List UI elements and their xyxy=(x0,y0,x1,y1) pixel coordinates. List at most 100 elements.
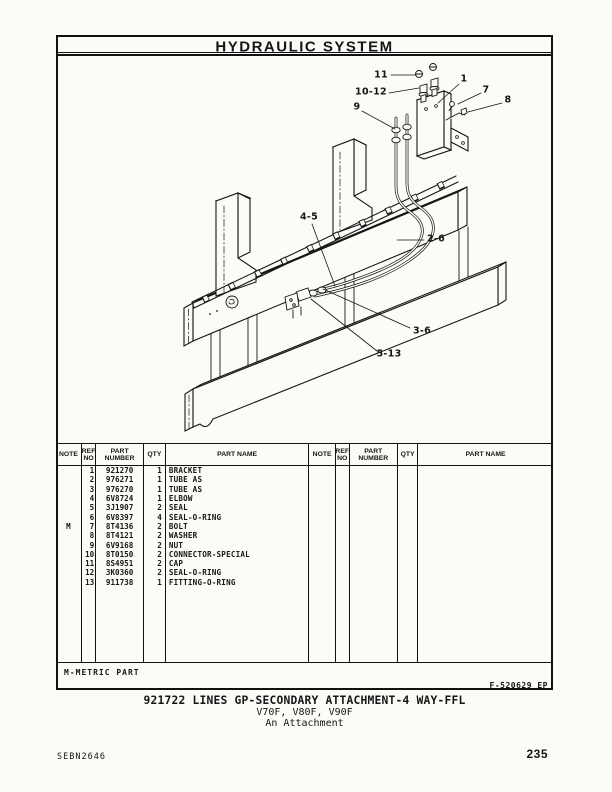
callout-label-10-12: 10-12 xyxy=(355,86,387,98)
table-cell-note: M xyxy=(66,521,71,531)
table-cell-ref: 2 xyxy=(89,475,95,485)
table-cell-name: SEAL-O-RING xyxy=(168,512,222,522)
table-cell-part: 8T0150 xyxy=(105,549,134,559)
metric-part-note: M-METRIC PART xyxy=(64,668,140,677)
table-cell-part: 6V8397 xyxy=(105,512,134,522)
publication-number: SEBN2646 xyxy=(57,752,106,762)
figure-caption-title: 921722 LINES GP-SECONDARY ATTACHMENT-4 W… xyxy=(143,694,466,707)
table-cell-note xyxy=(56,568,81,577)
table-cell-note xyxy=(56,466,81,475)
callout-label-1: 1 xyxy=(460,73,468,85)
table-cell-note xyxy=(56,541,81,550)
table-column-part-number-2: PART NUMBER xyxy=(349,444,398,662)
table-cell-name: WASHER xyxy=(168,531,198,541)
figure-caption-note: An Attachment xyxy=(265,718,344,729)
table-cell-qty: 2 xyxy=(157,503,162,513)
column-header-part-name: PART NAME xyxy=(165,444,309,466)
column-header-qty: QTY xyxy=(143,444,165,466)
table-cell-ref: 5 xyxy=(89,503,95,513)
table-cell-part: 8T4121 xyxy=(105,531,134,541)
page-title: HYDRAULIC SYSTEM xyxy=(209,40,400,56)
callout-label-4-5: 4-5 xyxy=(299,211,319,223)
column-header-note-2: NOTE xyxy=(309,444,335,466)
figure-code: F-520629 EP xyxy=(489,681,548,690)
table-cell-ref: 9 xyxy=(89,540,95,550)
callout-label-2-6: 2-6 xyxy=(426,233,446,245)
table-cell-ref: 6 xyxy=(89,512,95,522)
table-cell-qty: 1 xyxy=(157,493,162,503)
table-cell-ref: 11 xyxy=(85,559,95,569)
table-cell-part: 6V8724 xyxy=(105,493,134,503)
table-cell-ref: 3 xyxy=(89,484,95,494)
callout-label-7: 7 xyxy=(482,84,490,96)
table-cell-qty: 4 xyxy=(157,512,162,522)
table-cell-qty: 2 xyxy=(157,540,162,550)
table-cell-ref: 10 xyxy=(85,549,95,559)
table-cell-name: BRACKET xyxy=(168,466,203,475)
column-header-ref-no: REF NO xyxy=(82,444,95,466)
table-cell-qty: 2 xyxy=(157,568,162,578)
table-cell-qty: 1 xyxy=(157,484,162,494)
table-cell-note xyxy=(56,513,81,522)
table-column-note-2: NOTE xyxy=(309,444,336,662)
figure-caption-models: V70F, V80F, V90F xyxy=(256,707,353,718)
table-cell-part: 976270 xyxy=(105,484,134,494)
table-cell-ref: 7 xyxy=(89,521,95,531)
column-header-note: NOTE xyxy=(56,444,81,466)
table-cell-note xyxy=(56,531,81,540)
callout-label-11: 11 xyxy=(374,69,388,81)
column-header-part-name-2: PART NAME xyxy=(418,444,553,466)
table-cell-qty: 1 xyxy=(157,466,162,475)
callout-label-9: 9 xyxy=(353,101,361,113)
table-cell-part: 911738 xyxy=(105,577,134,587)
table-cell-qty: 2 xyxy=(157,531,162,541)
callout-label-3-6: 3-6 xyxy=(412,325,432,337)
table-column-note: NOTE M xyxy=(56,444,82,662)
table-cell-note xyxy=(56,503,81,512)
table-cell-part: 8S4951 xyxy=(105,559,134,569)
table-column-part-name-2: PART NAME xyxy=(418,444,553,662)
table-cell-qty: 1 xyxy=(157,577,162,587)
table-cell-name: TUBE AS xyxy=(168,484,203,494)
column-header-part-number: PART NUMBER xyxy=(96,444,143,466)
callout-label-8: 8 xyxy=(504,94,512,106)
table-cell-qty: 2 xyxy=(157,521,162,531)
table-cell-ref: 12 xyxy=(85,568,95,578)
table-cell-name: NUT xyxy=(168,540,184,550)
table-cell-name: SEAL-O-RING xyxy=(168,568,222,578)
table-cell-part: 921270 xyxy=(105,466,134,475)
table-cell-name: SEAL xyxy=(168,503,188,513)
table-cell-qty: 1 xyxy=(157,475,162,485)
table-cell-note xyxy=(56,485,81,494)
callout-label-5-13: 5-13 xyxy=(376,348,402,360)
table-cell-name: FITTING-O-RING xyxy=(168,577,236,587)
table-cell-part: 6V9168 xyxy=(105,540,134,550)
table-cell-name: BOLT xyxy=(168,521,188,531)
column-header-ref-no-2: REF NO xyxy=(335,444,349,466)
table-cell-ref: 4 xyxy=(89,493,95,503)
table-cell-part: 8T4136 xyxy=(105,521,134,531)
table-column-qty-2: QTY xyxy=(397,444,419,662)
column-header-qty-2: QTY xyxy=(397,444,418,466)
table-cell-ref: 1 xyxy=(89,466,95,475)
table-cell-qty: 2 xyxy=(157,559,162,569)
table-cell-name: CAP xyxy=(168,559,184,569)
table-cell-name: TUBE AS xyxy=(168,475,203,485)
table-cell-note xyxy=(56,559,81,568)
column-header-part-number-2: PART NUMBER xyxy=(349,444,397,466)
section-titlebar: HYDRAULIC SYSTEM xyxy=(58,37,551,56)
page-number: 235 xyxy=(526,747,548,761)
table-cell-note xyxy=(56,578,81,587)
table-cell-part: 3J1907 xyxy=(105,503,134,513)
table-cell-note xyxy=(56,475,81,484)
table-cell-note xyxy=(56,550,81,559)
table-cell-part: 976271 xyxy=(105,475,134,485)
table-cell-ref: 13 xyxy=(85,577,95,587)
table-cell-note xyxy=(56,494,81,503)
